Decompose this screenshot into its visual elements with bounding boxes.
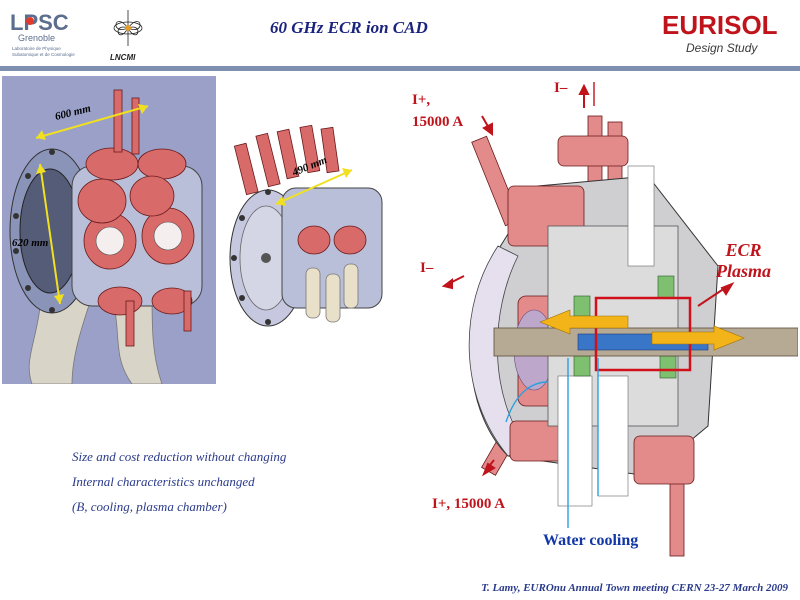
label-ecr-plasma: ECR Plasma [716, 240, 771, 282]
bullet-list: Size and cost reduction without changing… [72, 444, 286, 519]
eurisol-logo: EURISOL Design Study [660, 8, 780, 58]
lpsc-logo: LPSC Grenoble Laboratoire de Physique Su… [8, 8, 98, 60]
eurisol-logo-text: EURISOL [662, 10, 778, 40]
cad-cutaway [398, 76, 799, 560]
label-current-in-bottom: I+, 15000 A [432, 496, 506, 512]
lncmi-logo-text: LNCMI [110, 53, 136, 62]
bullet-item: Internal characteristics unchanged [72, 474, 255, 489]
label-current-out-top: I– [554, 80, 568, 96]
bullet-item: (B, cooling, plasma chamber) [72, 499, 227, 514]
footer-credit: T. Lamy, EUROnu Annual Town meeting CERN… [481, 582, 788, 594]
label-current-in-top: I+, [412, 92, 431, 108]
header-rule [0, 66, 800, 71]
label-current-out-mid: I– [420, 260, 434, 276]
label-current-in-top-value: 15000 A [412, 114, 464, 130]
label-water-cooling: Water cooling [543, 532, 639, 549]
eurisol-sub: Design Study [686, 41, 758, 55]
lpsc-subtitle-1: Laboratoire de Physique [12, 46, 61, 51]
lpsc-logo-text: LPSC [10, 10, 69, 35]
bullet-item: Size and cost reduction without changing [72, 449, 287, 464]
page-title: 60 GHz ECR ion CAD [270, 18, 428, 37]
label-ecr-line2: Plasma [716, 261, 772, 281]
lncmi-logo: LNCMI [108, 6, 148, 64]
lpsc-subtitle-2: Subatomique et de Cosmologie [12, 52, 75, 57]
lpsc-city: Grenoble [18, 33, 55, 43]
label-ecr-line1: ECR [725, 240, 762, 260]
cad-render-full: 600 mm 620 mm [2, 76, 216, 385]
dim-side-left: 620 mm [12, 237, 49, 249]
cad-render-compact: 490 mm [220, 108, 390, 328]
